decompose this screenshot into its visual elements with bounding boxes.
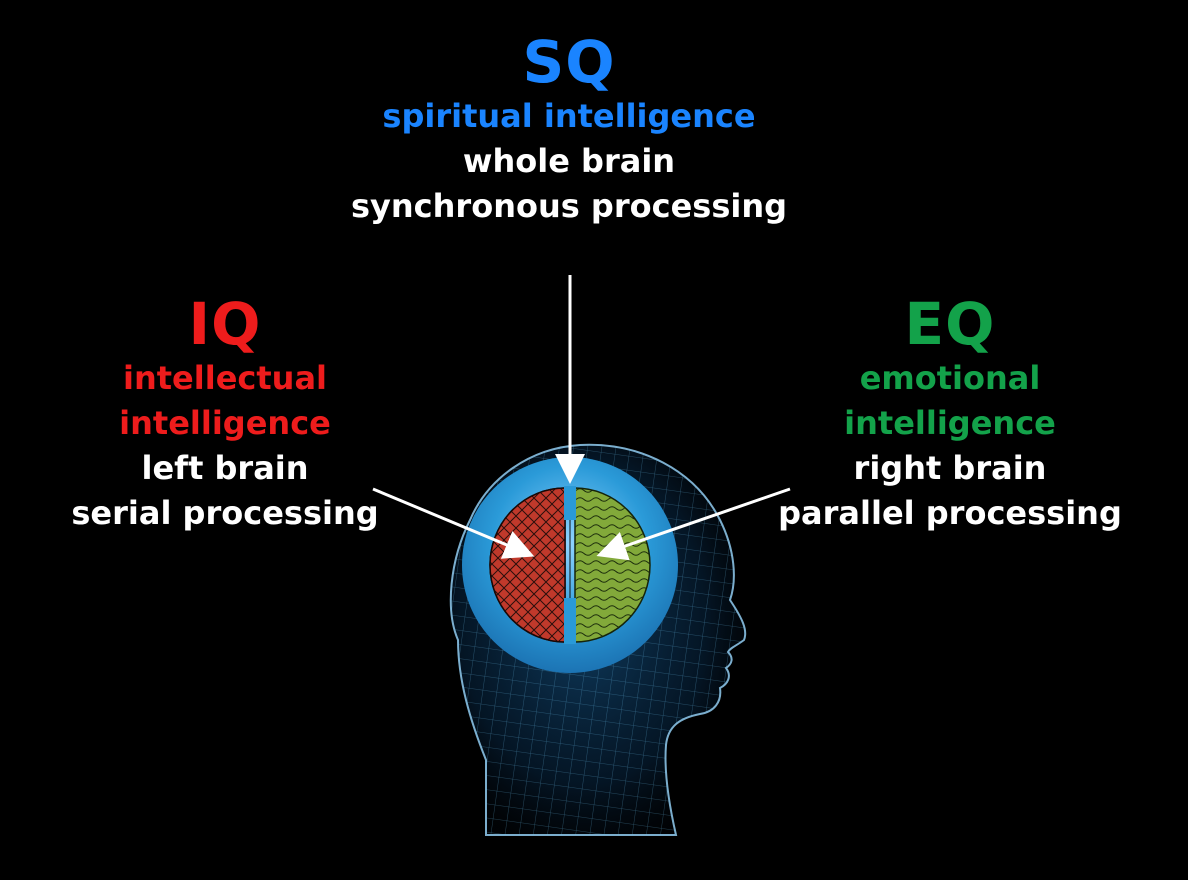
iq-arrow xyxy=(372,487,535,559)
sq-subtitle: spiritual intelligence xyxy=(382,97,756,135)
iq-title: IQ xyxy=(188,290,262,358)
eq-title: EQ xyxy=(904,290,996,358)
sq-line2: synchronous processing xyxy=(350,187,788,225)
iq-block: IQ intellectual intelligence left brain … xyxy=(50,292,400,536)
iq-subtitle-2: intelligence xyxy=(119,404,331,442)
sq-line1: whole brain xyxy=(462,142,676,180)
sq-block: SQ spiritual intelligence whole brain sy… xyxy=(314,30,824,229)
eq-block: EQ emotional intelligence right brain pa… xyxy=(760,292,1140,536)
sq-title: SQ xyxy=(522,28,616,96)
iq-line2: serial processing xyxy=(71,494,379,532)
eq-subtitle-2: intelligence xyxy=(844,404,1056,442)
eq-line1: right brain xyxy=(853,449,1047,487)
iq-subtitle-1: intellectual xyxy=(123,359,327,397)
eq-subtitle-1: emotional xyxy=(859,359,1041,397)
right-hemisphere xyxy=(574,487,651,643)
center-notch-bottom xyxy=(564,598,576,644)
eq-line2: parallel processing xyxy=(778,494,1122,532)
eq-arrow xyxy=(596,487,791,561)
center-notch-top xyxy=(564,486,576,520)
iq-line1: left brain xyxy=(141,449,309,487)
